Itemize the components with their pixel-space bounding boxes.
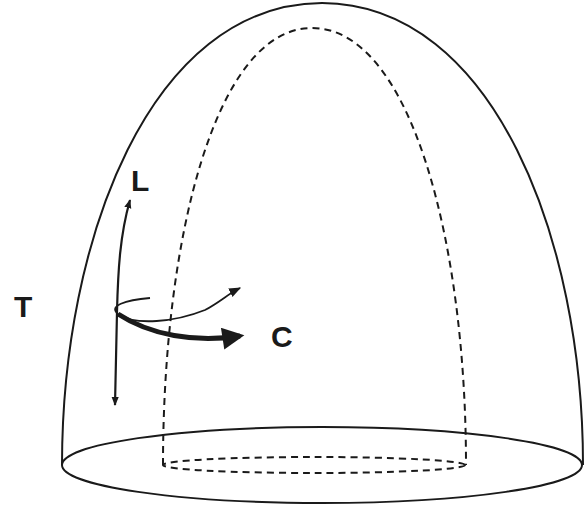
circumferential-ring bbox=[115, 288, 240, 321]
inner-dome bbox=[163, 28, 466, 465]
axis-label: T bbox=[14, 292, 32, 322]
outer-dome bbox=[62, 3, 583, 465]
outer-base bbox=[62, 427, 582, 503]
circumferential-arrow bbox=[118, 314, 240, 338]
axis-label: L bbox=[131, 166, 149, 196]
inner-base bbox=[163, 457, 465, 473]
axis-label: C bbox=[271, 322, 293, 352]
